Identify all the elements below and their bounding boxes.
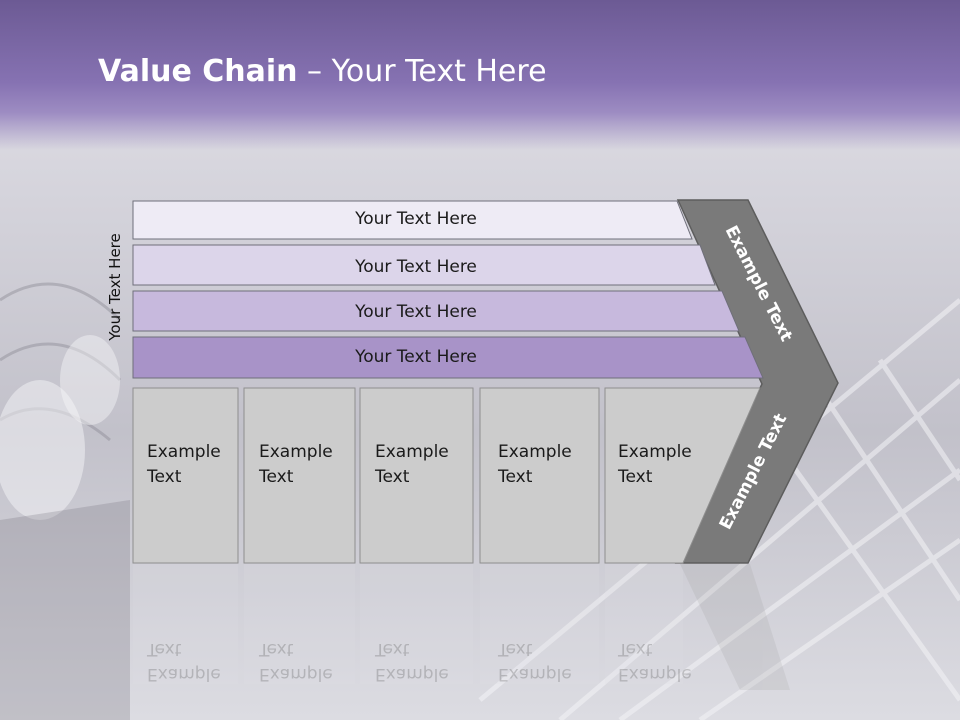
reflected-text-5-line2: Text: [618, 639, 653, 659]
column-text-2: Example Text: [259, 440, 333, 490]
row-bar-2: [132, 244, 716, 286]
title-rest: – Your Text Here: [297, 54, 547, 89]
reflected-text-5: Example Text: [618, 636, 692, 686]
reflected-text-3-line1: Example: [375, 664, 449, 684]
column-text-2-line2: Text: [259, 467, 294, 487]
row-label-1: Your Text Here: [354, 209, 477, 229]
row-label-3: Your Text Here: [354, 302, 477, 322]
reflected-text-2-line1: Example: [259, 664, 333, 684]
column-cell-3: [359, 387, 474, 564]
row-label-2: Your Text Here: [354, 257, 477, 277]
row-label-4: Your Text Here: [354, 347, 477, 367]
column-text-1-line1: Example: [147, 442, 221, 462]
column-text-4-line1: Example: [498, 442, 572, 462]
reflected-text-3: Example Text: [375, 636, 449, 686]
column-text-4-line2: Text: [498, 467, 533, 487]
row-bar-4: [132, 336, 764, 379]
title-bold: Value Chain: [98, 54, 298, 89]
column-cell-2: [243, 387, 356, 564]
column-text-5: Example Text: [618, 440, 692, 490]
column-text-1-line2: Text: [147, 467, 182, 487]
column-text-4: Example Text: [498, 440, 572, 490]
reflected-text-2: Example Text: [259, 636, 333, 686]
row-bar-3: [132, 290, 740, 332]
title-band: [0, 0, 960, 150]
column-text-2-line1: Example: [259, 442, 333, 462]
reflected-text-5-line1: Example: [618, 664, 692, 684]
column-text-5-line1: Example: [618, 442, 692, 462]
column-cell-1: [132, 387, 239, 564]
column-text-3-line1: Example: [375, 442, 449, 462]
column-text-3-line2: Text: [375, 467, 410, 487]
slide-title: Value Chain – Your Text Here: [98, 54, 547, 89]
reflected-text-1: Example Text: [147, 636, 221, 686]
reflection: [133, 564, 790, 690]
reflected-text-3-line2: Text: [375, 639, 410, 659]
reflected-text-4: Example Text: [498, 636, 572, 686]
reflected-text-1-line1: Example: [147, 664, 221, 684]
column-text-1: Example Text: [147, 440, 221, 490]
reflected-text-2-line2: Text: [259, 639, 294, 659]
chevron-arrow: [674, 199, 839, 564]
column-text-5-line2: Text: [618, 467, 653, 487]
column-cell-4: [479, 387, 600, 564]
row-bar-1: [132, 200, 693, 240]
reflected-text-4-line2: Text: [498, 639, 533, 659]
reflected-text-4-line1: Example: [498, 664, 572, 684]
column-cell-5: [604, 387, 761, 564]
reflected-text-1-line2: Text: [147, 639, 182, 659]
column-text-3: Example Text: [375, 440, 449, 490]
